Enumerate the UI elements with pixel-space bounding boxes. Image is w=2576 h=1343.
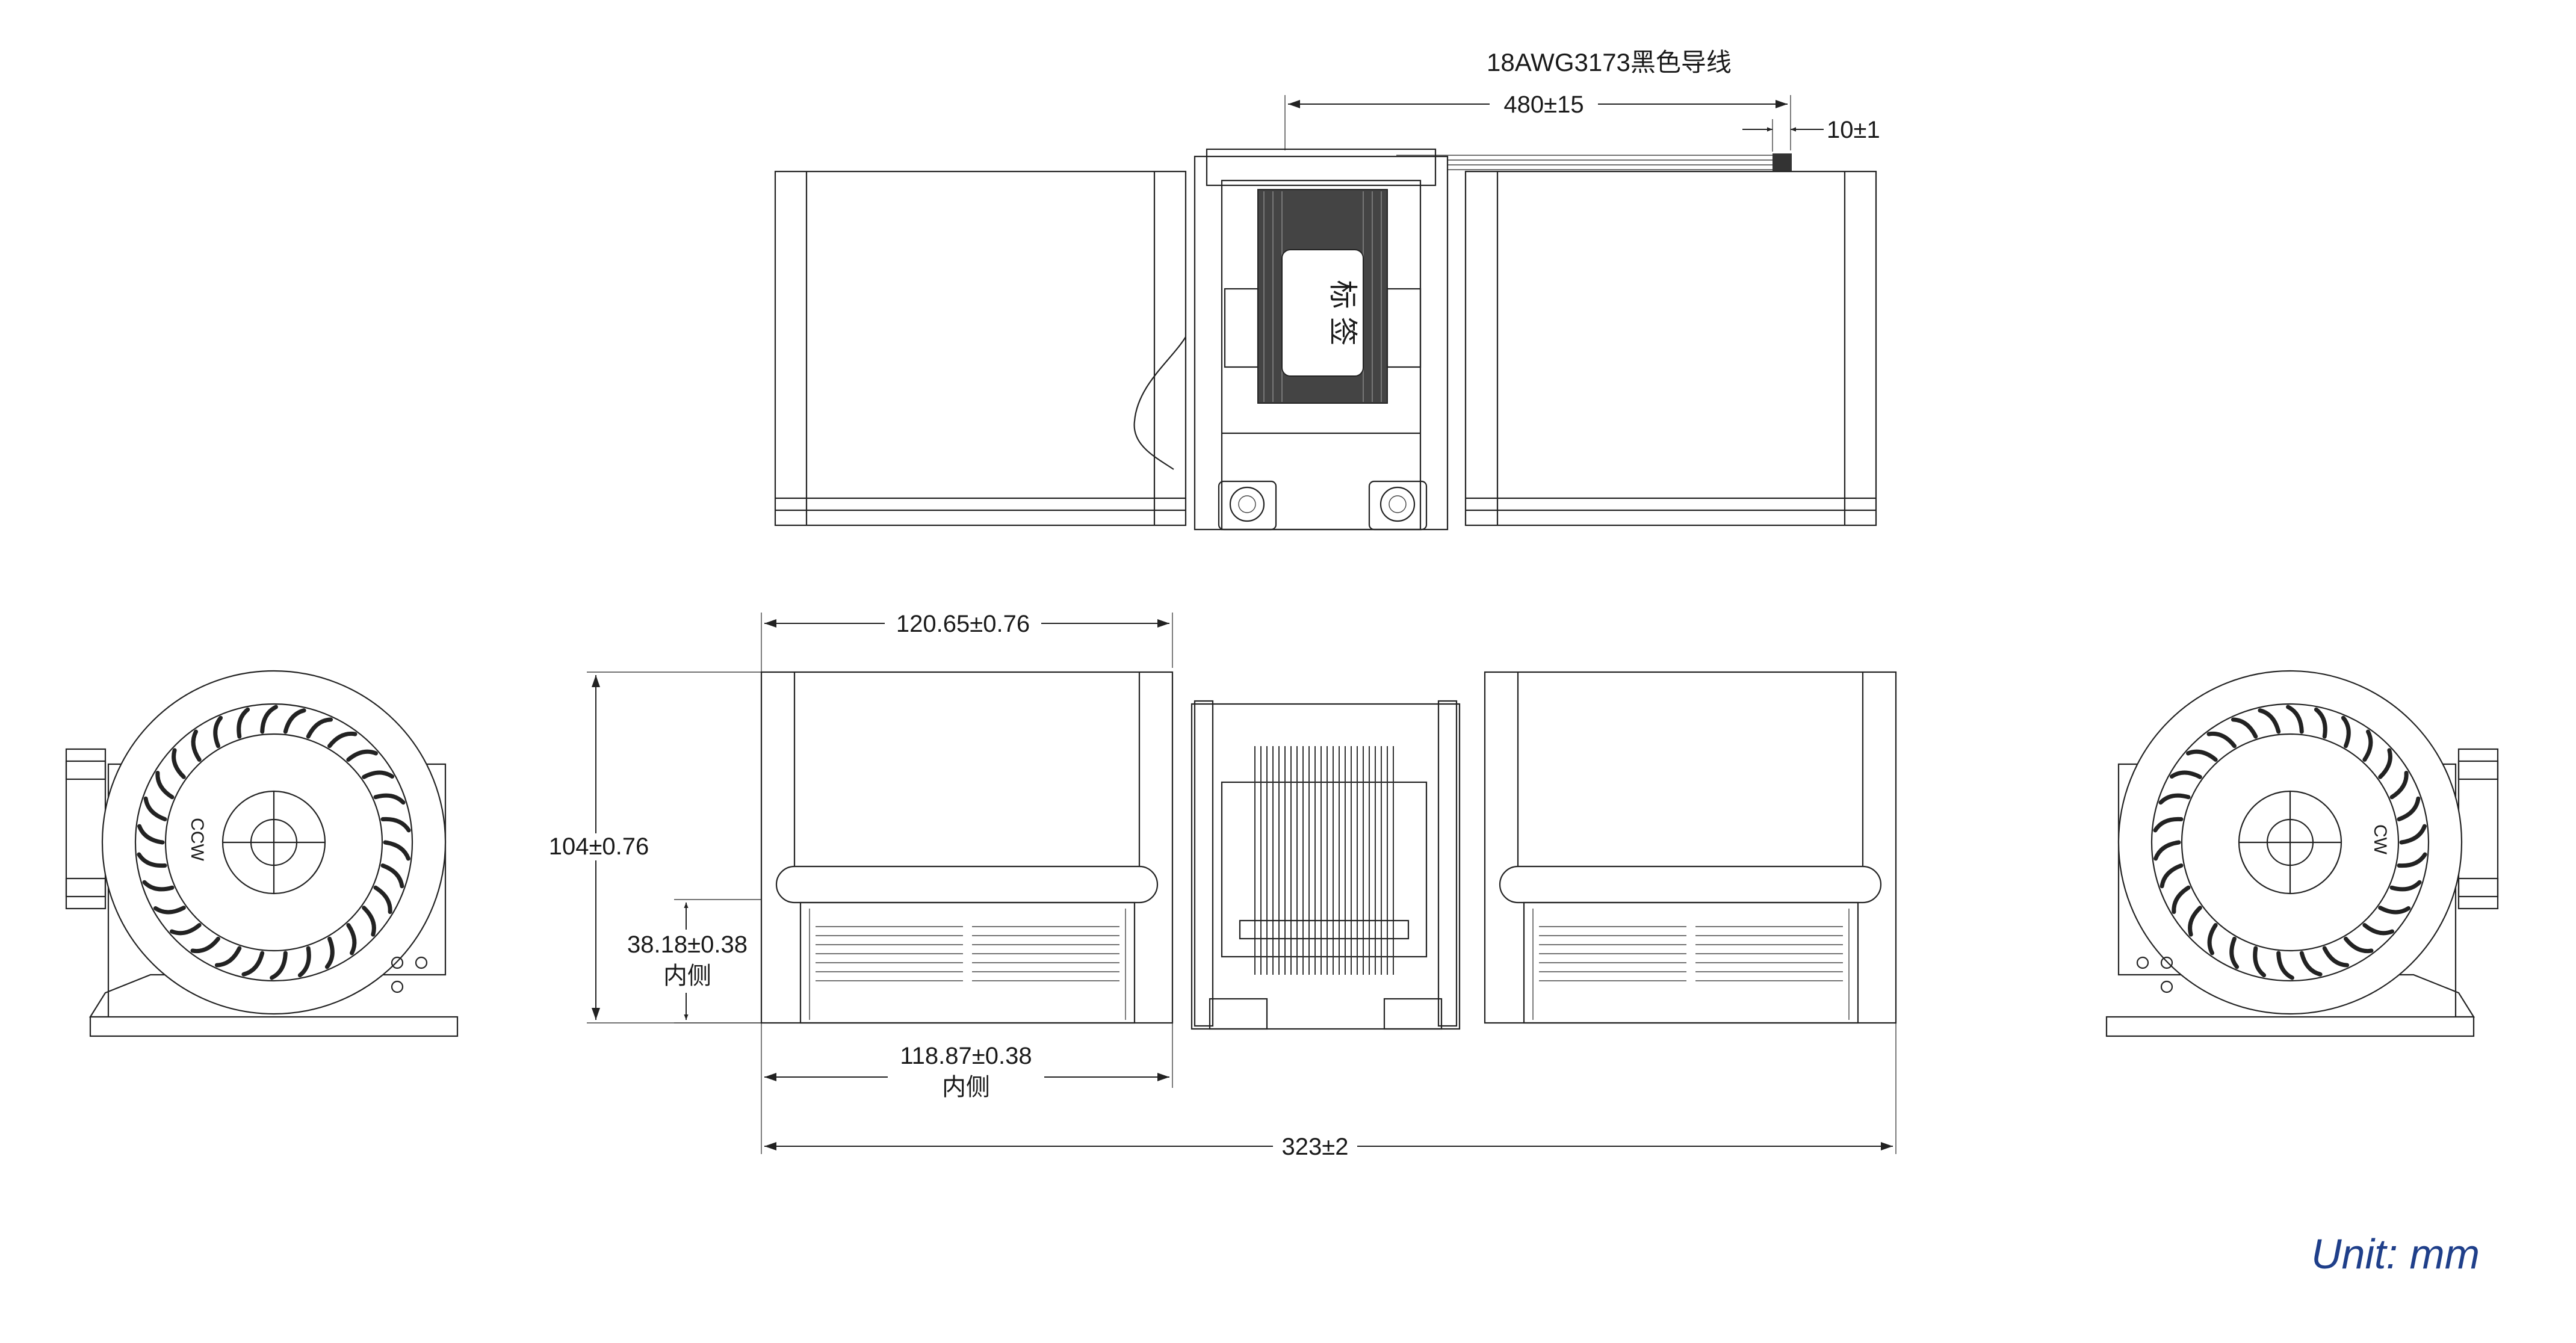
right-housing-top	[1464, 170, 1877, 526]
impeller-blade	[155, 771, 175, 800]
impeller-blade	[213, 715, 223, 749]
impeller-blade	[2186, 749, 2218, 762]
impeller-blade	[2399, 824, 2427, 845]
impeller-blade	[2276, 951, 2294, 980]
impeller-blade	[191, 729, 202, 762]
impeller-blade	[137, 824, 165, 845]
impeller-blade	[2299, 951, 2323, 977]
impeller-blade	[2231, 717, 2258, 739]
impeller-blade	[2160, 863, 2184, 889]
impeller-blade	[2229, 936, 2240, 969]
impeller-blade	[327, 731, 358, 749]
impeller-blade	[241, 951, 265, 977]
motor-front	[1190, 700, 1461, 1030]
impeller-blade	[2314, 707, 2327, 739]
impeller-blade	[283, 708, 306, 734]
left-housing-top	[774, 170, 1187, 526]
rotation-right-label: CW	[2370, 824, 2390, 855]
outlet-height-dimension: 38.18±0.38 内侧	[627, 899, 800, 1023]
impeller-blade	[2362, 923, 2394, 936]
impeller-blade	[2253, 946, 2267, 978]
top-view: 18AWG3173黑色导线 480±15 10±1	[774, 48, 1880, 531]
impeller-blade	[2378, 906, 2411, 915]
impeller-blade	[2172, 885, 2191, 914]
label-sticker-text: 标 签	[1327, 280, 1358, 345]
outlet-height-value: 38.18±0.38	[627, 931, 748, 958]
motor-top: 标 签	[1194, 148, 1449, 531]
impeller-blade	[362, 906, 376, 937]
left-side-view: CCW	[65, 670, 459, 1037]
impeller-blade	[190, 936, 220, 954]
impeller-blade	[2286, 705, 2304, 734]
outlet-height-note: 内侧	[663, 963, 711, 989]
impeller-blade	[380, 863, 404, 889]
impeller-blade	[2397, 796, 2421, 821]
strip-length-dimension: 10±1	[1742, 117, 1880, 152]
overall-length-dimension: 323±2	[761, 1023, 1896, 1160]
housing-width-value: 120.65±0.76	[896, 611, 1030, 637]
impeller-blade	[142, 880, 175, 892]
impeller-blade	[373, 793, 406, 805]
impeller-blade	[137, 852, 167, 868]
impeller-blade	[383, 840, 410, 861]
right-side-view: CW	[2105, 670, 2499, 1037]
outlet-width-dimension: 118.87±0.38 内侧	[764, 1023, 1173, 1101]
impeller-blade	[270, 951, 288, 980]
impeller-blade	[2341, 715, 2351, 749]
height-dimension: 104±0.76	[549, 671, 761, 1023]
impeller-blade	[170, 923, 202, 936]
impeller-blade	[2389, 880, 2422, 892]
wire-length-value: 480±15	[1503, 91, 1584, 118]
impeller-blade	[346, 923, 357, 956]
impeller-blade	[237, 707, 250, 739]
impeller-blade	[2153, 817, 2184, 833]
impeller-blade	[2378, 748, 2392, 779]
impeller-blade	[143, 796, 167, 821]
impeller-blade	[2362, 729, 2373, 762]
impeller-blade	[2258, 708, 2281, 734]
rotation-left-label: CCW	[187, 818, 207, 861]
impeller-blade	[297, 946, 311, 978]
overall-length-value: 323±2	[1282, 1134, 1349, 1160]
impeller-blade	[346, 749, 378, 762]
wire-length-dimension: 480±15	[1284, 91, 1791, 150]
impeller-blade	[2158, 793, 2191, 805]
left-housing-front	[760, 671, 1174, 1024]
impeller-blade	[362, 770, 395, 779]
impeller-blade	[2322, 946, 2350, 968]
lead-wires	[1396, 153, 1792, 171]
impeller-blade	[2397, 852, 2427, 868]
impeller-blade	[2188, 906, 2202, 937]
impeller-blade	[2206, 731, 2237, 749]
impeller-blade	[260, 705, 278, 734]
front-view: 120.65±0.76 104±0.76 38.18±0.38 内侧 118.8…	[549, 611, 1897, 1160]
impeller-blade	[2169, 770, 2202, 779]
impeller-blade	[306, 717, 333, 739]
outlet-width-note: 内侧	[942, 1074, 990, 1101]
impeller-blades	[137, 705, 411, 980]
outlet-width-value: 118.87±0.38	[900, 1043, 1032, 1069]
impeller-blade	[2344, 936, 2374, 954]
impeller-blade	[153, 906, 186, 915]
unit-label: Unit: mm	[2311, 1230, 2480, 1277]
height-value: 104±0.76	[549, 833, 649, 860]
impeller-blade	[324, 936, 335, 969]
impeller-blade	[172, 748, 186, 779]
impeller-blades	[2153, 705, 2427, 980]
strip-length-value: 10±1	[1827, 117, 1880, 143]
impeller-blade	[373, 885, 392, 914]
impeller-blade	[2207, 923, 2218, 956]
right-housing-front	[1484, 671, 1897, 1024]
impeller-blade	[214, 946, 242, 968]
impeller-blade	[2153, 840, 2181, 861]
wire-spec-label: 18AWG3173黑色导线	[1487, 48, 1732, 76]
impeller-blade	[380, 817, 411, 833]
impeller-blade	[2389, 771, 2409, 800]
